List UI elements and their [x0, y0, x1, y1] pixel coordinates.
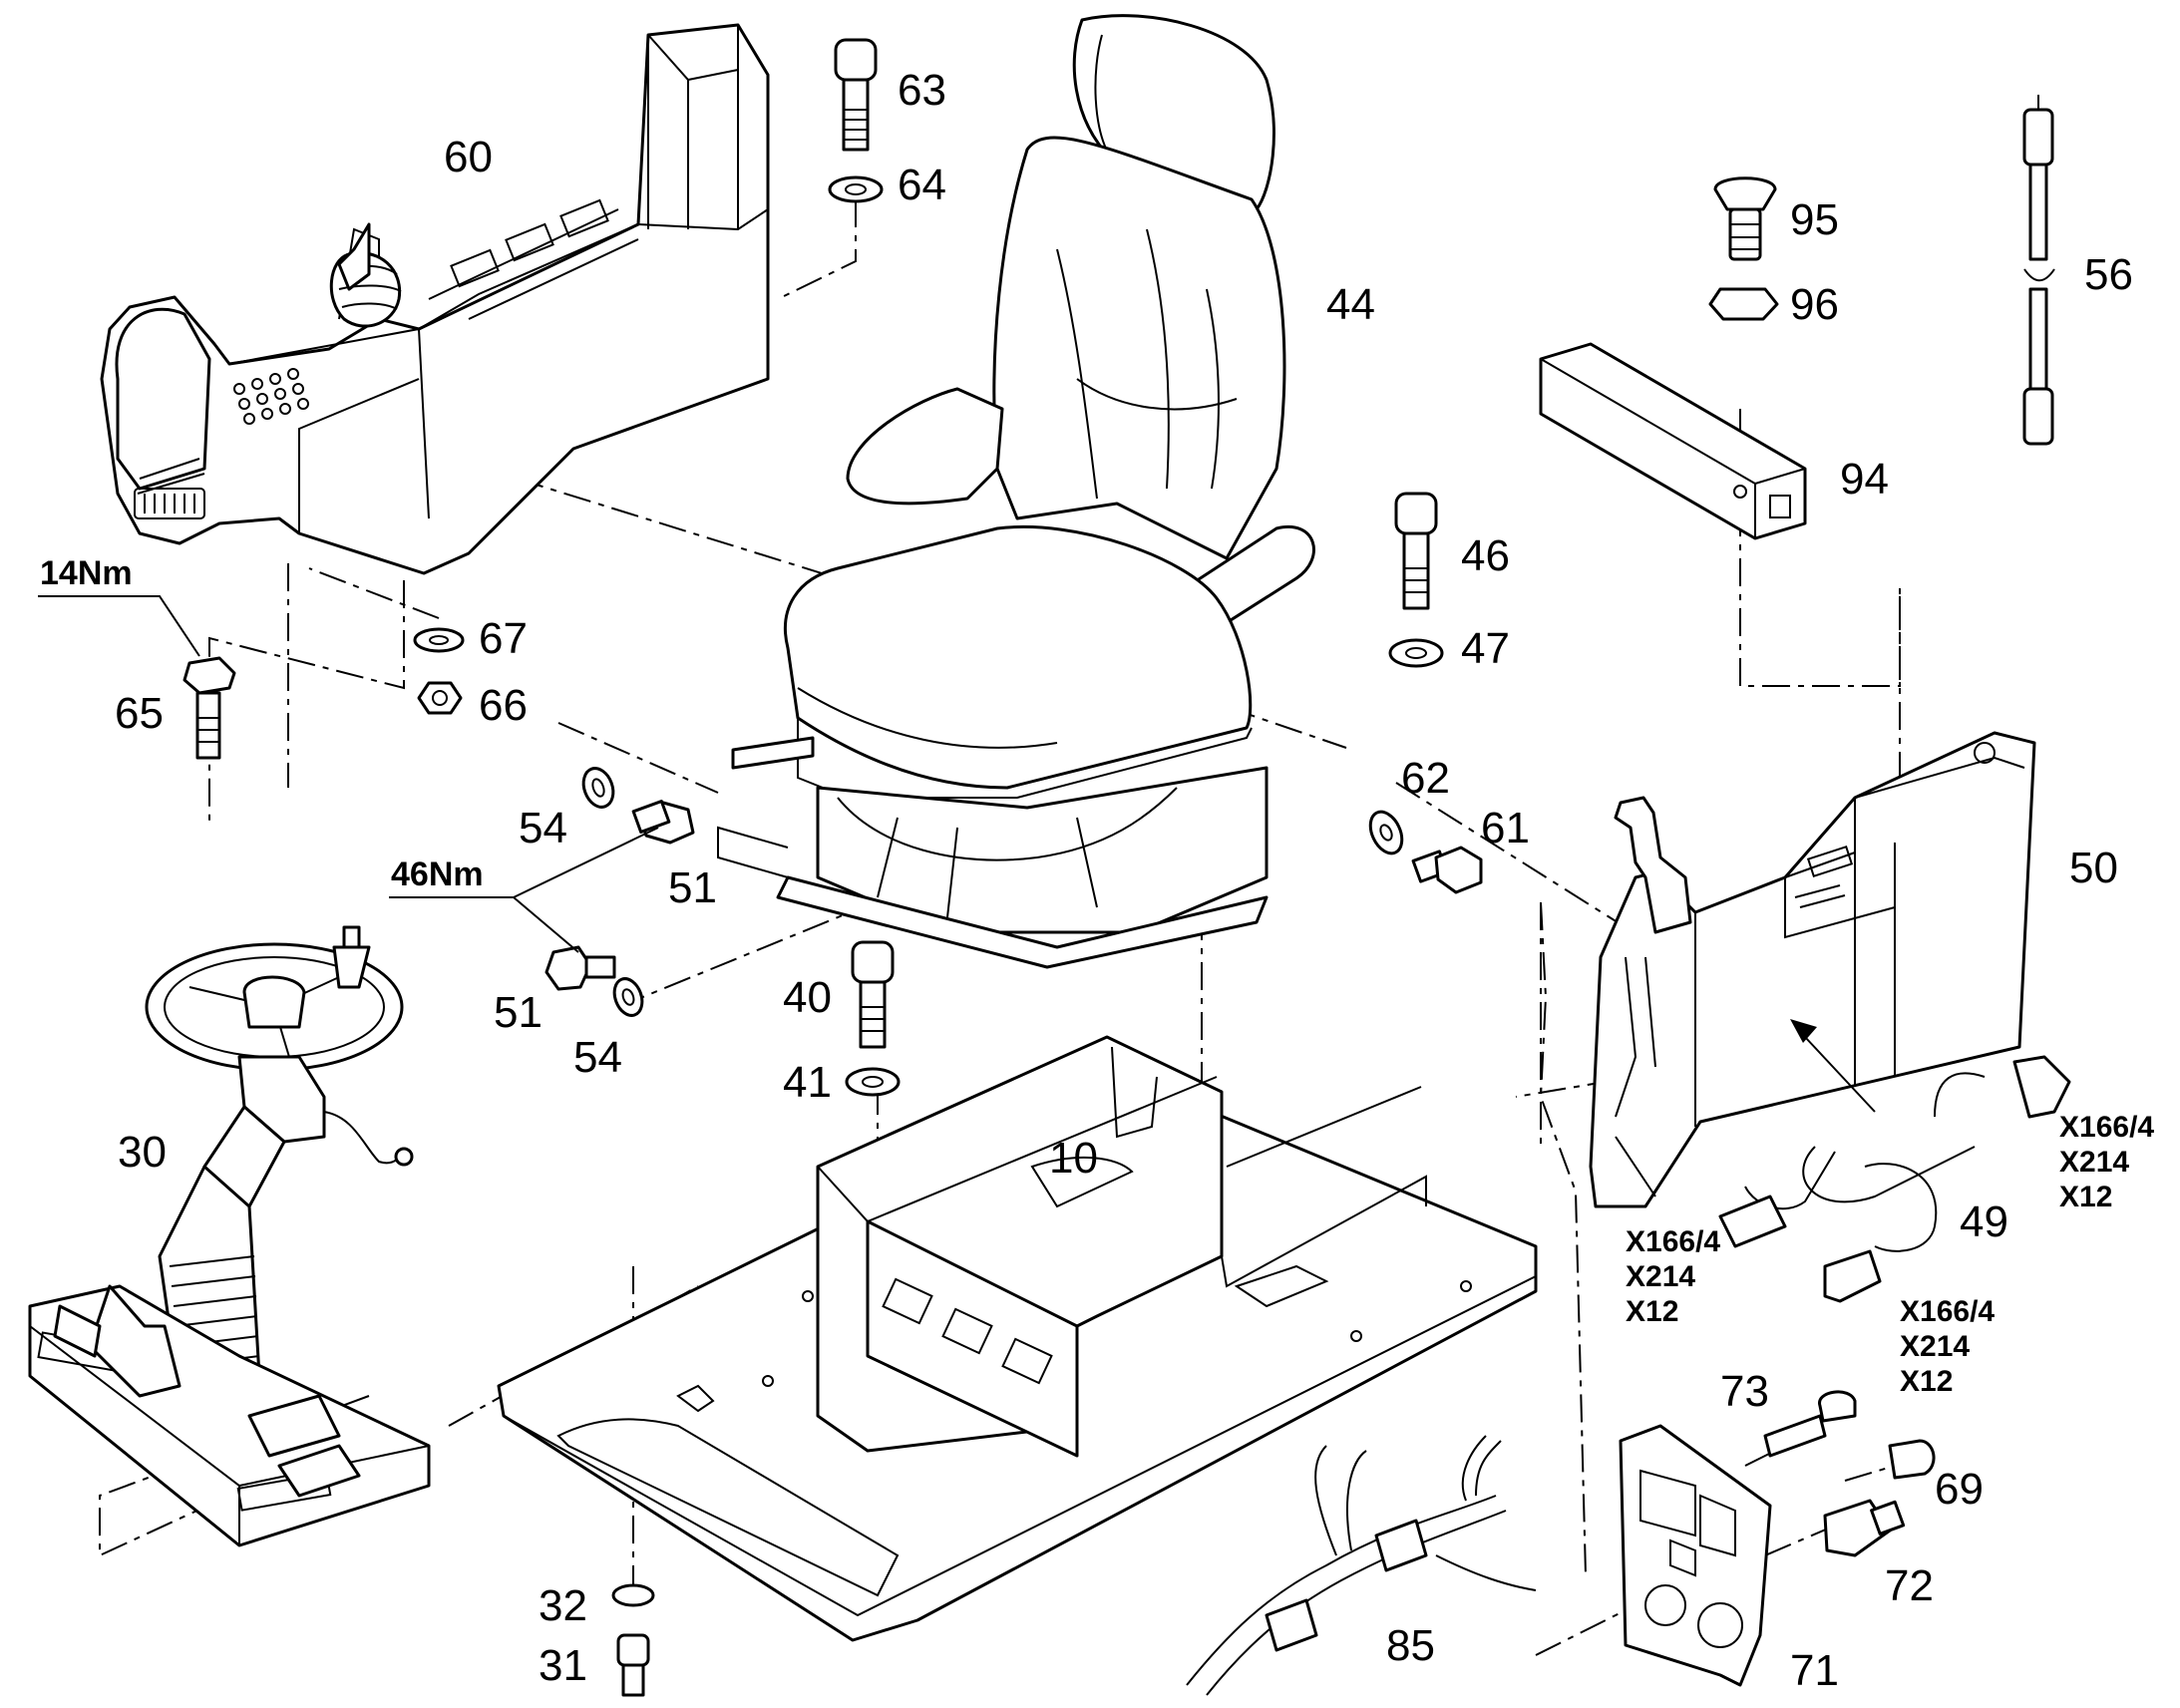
part-label-56: 56 — [2084, 250, 2133, 299]
pointer-arrow — [1790, 1019, 1876, 1113]
part-labels: 10 30 31 32 40 41 44 46 47 49 50 51 51 5… — [115, 66, 2133, 1695]
part-label-47: 47 — [1461, 624, 1510, 673]
torque-label-14nm: 14Nm — [40, 554, 133, 592]
part-label-65: 65 — [115, 689, 164, 738]
console-keypad — [233, 368, 309, 425]
connector-label: X166/4 — [1626, 1225, 1720, 1258]
part-label-51a: 51 — [668, 863, 717, 912]
part-label-51b: 51 — [494, 988, 543, 1037]
steering-column-30 — [28, 925, 431, 1547]
connector-label: X166/4 — [2059, 1111, 2154, 1144]
torque-label-46nm: 46Nm — [391, 855, 484, 893]
part-label-85: 85 — [1386, 1621, 1435, 1670]
part-label-67: 67 — [479, 614, 528, 663]
left-console-60 — [100, 23, 770, 575]
part-label-30: 30 — [118, 1128, 167, 1177]
harness-85 — [1186, 1435, 1537, 1696]
connector-labels-right: X166/4 X214 X12 — [2059, 1111, 2154, 1213]
hardware-top — [182, 38, 1936, 1697]
connector-plate-71 — [1619, 1424, 1772, 1687]
part-label-46: 46 — [1461, 531, 1510, 580]
part-label-95: 95 — [1790, 195, 1839, 244]
part-label-54b: 54 — [573, 1033, 622, 1082]
torque-leaders — [38, 595, 659, 953]
connector-label: X12 — [1626, 1295, 1678, 1328]
part-label-40: 40 — [783, 973, 832, 1022]
connector-labels-bottom: X166/4 X214 X12 — [1900, 1295, 1995, 1398]
torque-labels: 14Nm 46Nm — [40, 554, 484, 893]
part-label-49: 49 — [1960, 1197, 2008, 1246]
part-label-94: 94 — [1840, 455, 1889, 504]
connector-label: X12 — [2059, 1181, 2112, 1213]
rod-56 — [2022, 95, 2055, 446]
part-label-66: 66 — [479, 681, 528, 730]
part-label-10: 10 — [1049, 1134, 1098, 1183]
harness-49 — [1718, 1055, 2071, 1303]
bracket-94 — [1539, 342, 1807, 540]
part-label-64: 64 — [898, 161, 946, 209]
connector-label: X12 — [1900, 1365, 1953, 1398]
part-label-54a: 54 — [519, 804, 567, 853]
part-label-69: 69 — [1935, 1465, 1984, 1514]
connector-label: X214 — [1626, 1260, 1695, 1293]
part-label-63: 63 — [898, 66, 946, 115]
connector-label: X214 — [2059, 1146, 2129, 1179]
bolt-63-head — [834, 38, 878, 82]
part-label-60: 60 — [444, 133, 493, 181]
part-label-50: 50 — [2069, 844, 2118, 892]
part-label-73: 73 — [1720, 1367, 1769, 1416]
connector-label: X166/4 — [1900, 1295, 1995, 1328]
part-label-62: 62 — [1401, 754, 1450, 803]
part-label-41: 41 — [783, 1058, 832, 1107]
part-label-72: 72 — [1885, 1561, 1934, 1610]
seat-44 — [717, 14, 1315, 969]
connector-labels-left: X166/4 X214 X12 — [1626, 1225, 1720, 1328]
part-label-61: 61 — [1481, 804, 1530, 853]
part-label-96: 96 — [1790, 280, 1839, 329]
part-label-31: 31 — [539, 1641, 587, 1690]
connector-label: X214 — [1900, 1330, 1970, 1363]
seat-box — [816, 1035, 1427, 1458]
right-console-50 — [1589, 731, 2036, 1208]
part-label-44: 44 — [1326, 280, 1375, 329]
part-label-32: 32 — [539, 1581, 587, 1630]
part-label-71: 71 — [1790, 1646, 1839, 1695]
